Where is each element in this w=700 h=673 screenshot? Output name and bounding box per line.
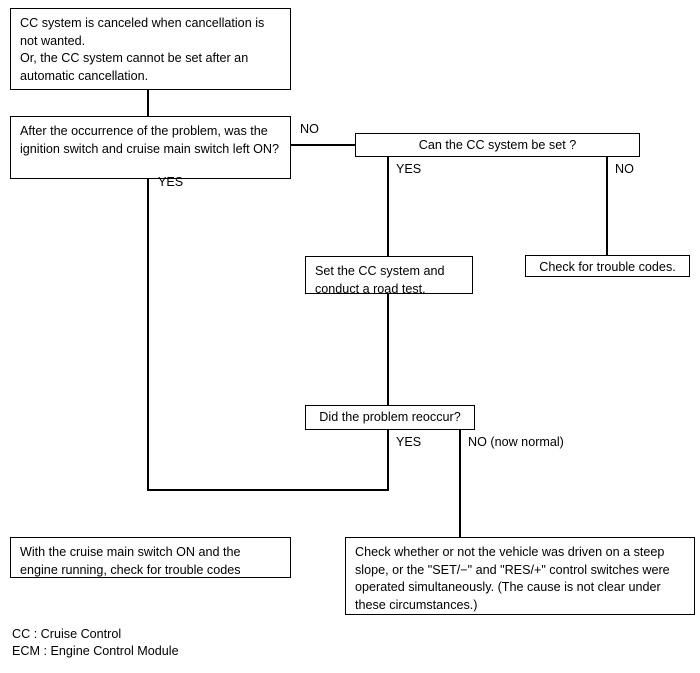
connector-can-set-no xyxy=(606,157,608,255)
branch-label-ignition-yes: YES xyxy=(158,175,184,189)
legend-abbreviations: CC : Cruise Control ECM : Engine Control… xyxy=(12,627,179,658)
branch-label-reoccur-no: NO (now normal) xyxy=(468,435,564,449)
branch-label-reoccur-yes: YES xyxy=(396,435,422,449)
connector-roadtest-to-reoccur xyxy=(387,294,389,405)
branch-label-can-set-yes: YES xyxy=(396,162,422,176)
cruise-on-check-codes-box: With the cruise main switch ON and the e… xyxy=(10,537,291,578)
symptom-box: CC system is canceled when cancellation … xyxy=(10,8,291,90)
connector-reoccur-yes-horizontal xyxy=(147,489,389,491)
connector-ignition-no xyxy=(291,144,355,146)
reoccur-question-box: Did the problem reoccur? xyxy=(305,405,475,430)
ignition-question-box: After the occurrence of the problem, was… xyxy=(10,116,291,179)
connector-symptom-to-ignition xyxy=(147,90,149,116)
connector-reoccur-no xyxy=(459,430,461,537)
branch-label-ignition-no: NO xyxy=(300,122,319,136)
check-steep-slope-box: Check whether or not the vehicle was dri… xyxy=(345,537,695,615)
connector-reoccur-yes-vertical xyxy=(387,430,389,490)
can-set-question-box: Can the CC system be set ? xyxy=(355,133,640,157)
check-trouble-codes-box: Check for trouble codes. xyxy=(525,255,690,277)
connector-can-set-yes xyxy=(387,157,389,256)
set-and-road-test-box: Set the CC system and conduct a road tes… xyxy=(305,256,473,296)
connector-ignition-yes xyxy=(147,179,149,491)
branch-label-can-set-no: NO xyxy=(615,162,634,176)
